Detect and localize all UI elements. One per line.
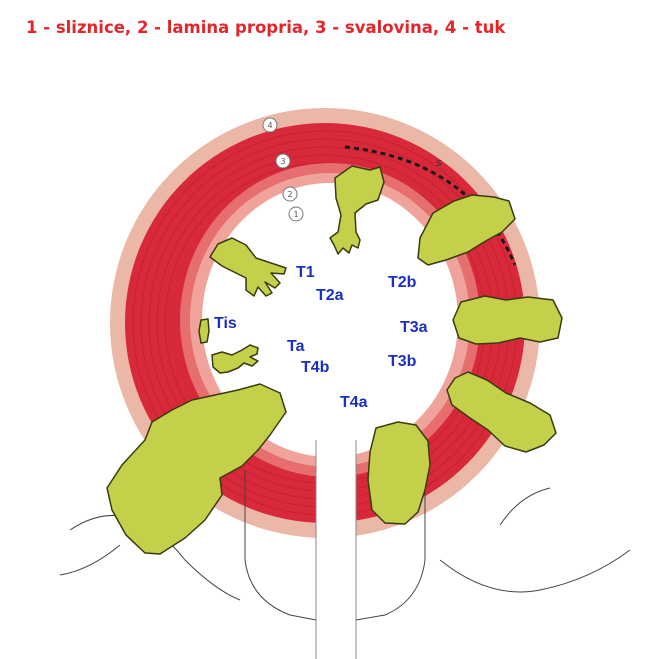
- margin-mark: s: [436, 156, 442, 169]
- label-t2a: T2a: [316, 287, 344, 304]
- label-t4b: T4b: [301, 359, 330, 376]
- layer-marker-3: 3: [276, 154, 290, 168]
- label-t1: T1: [296, 264, 315, 281]
- svg-text:4: 4: [267, 121, 272, 130]
- tumor-t3a: [453, 296, 562, 344]
- layer-marker-2: 2: [283, 187, 297, 201]
- urethra-channel: [316, 440, 356, 659]
- label-t3a: T3a: [400, 319, 428, 336]
- label-tis: Tis: [214, 315, 237, 332]
- svg-text:1: 1: [293, 210, 298, 219]
- label-t4a: T4a: [340, 394, 368, 411]
- svg-text:3: 3: [280, 157, 285, 166]
- label-ta: Ta: [287, 338, 305, 355]
- layer-marker-1: 1: [289, 207, 303, 221]
- layer-marker-4: 4: [263, 118, 277, 132]
- label-t2b: T2b: [388, 274, 417, 291]
- label-t3b: T3b: [388, 353, 417, 370]
- tumor-tis: [199, 319, 209, 343]
- svg-text:2: 2: [287, 190, 292, 199]
